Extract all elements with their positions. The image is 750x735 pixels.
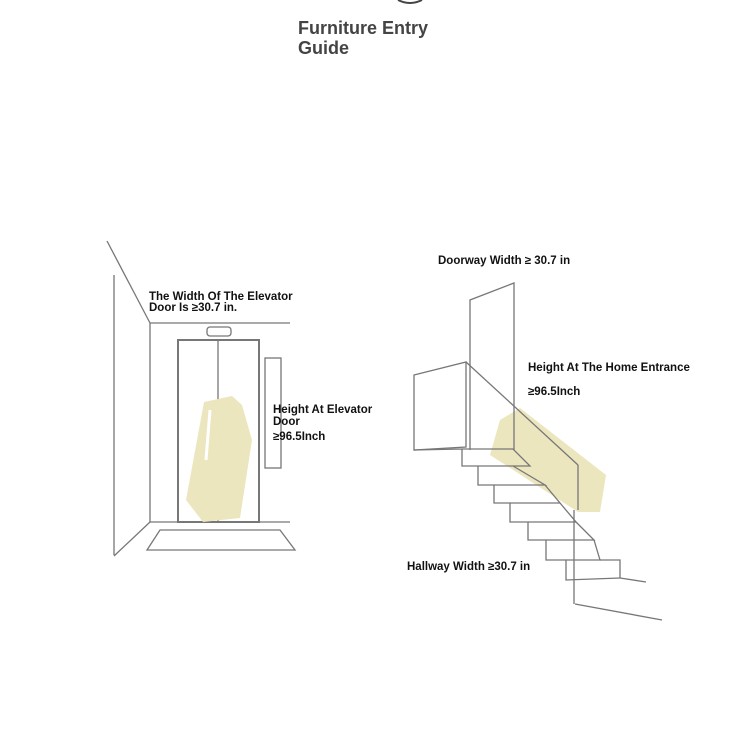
page-title: Furniture Entry Guide [298, 18, 429, 58]
elevator-height-value: ≥96.5Inch [273, 431, 326, 443]
furniture-shape [490, 408, 606, 512]
top-logo-arc [397, 0, 423, 4]
hallway-width-label: Hallway Width ≥30.7 in [407, 561, 531, 573]
elevator-illustration [106, 240, 297, 557]
elevator-height-label: Height At Elevator Door [273, 404, 373, 428]
elevator-width-label: The Width Of The Elevator Door Is ≥30.7 … [149, 291, 293, 314]
furniture-shape [186, 396, 252, 522]
home-height-label: Height At The Home Entrance [528, 362, 690, 374]
stair-illustration [413, 282, 663, 621]
doorway-width-label: Doorway Width ≥ 30.7 in [438, 255, 571, 267]
home-height-value: ≥96.5Inch [528, 386, 581, 398]
